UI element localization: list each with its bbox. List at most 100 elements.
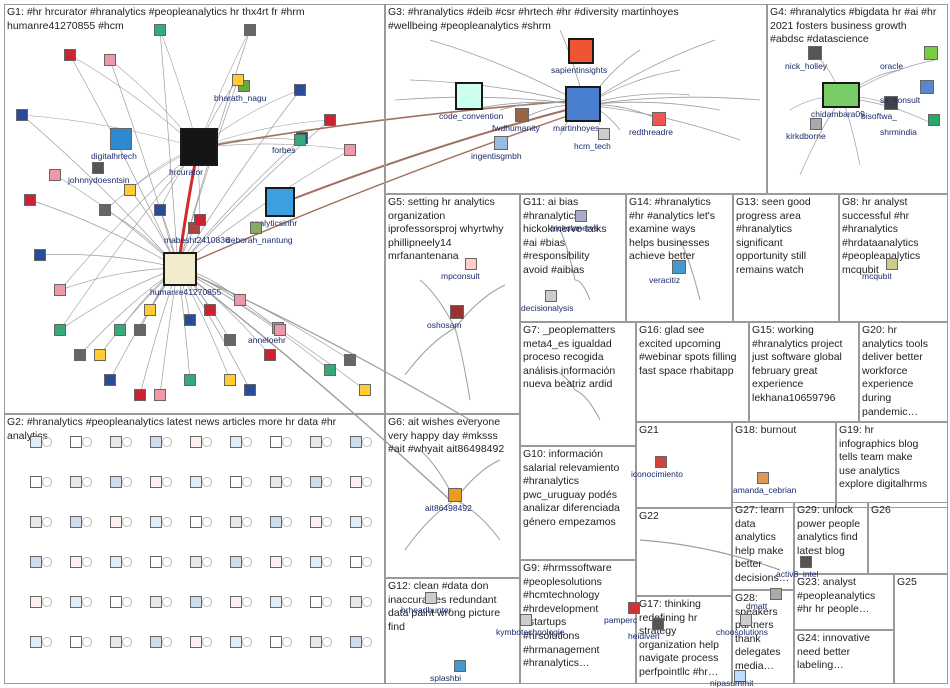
small-node[interactable] (232, 74, 244, 86)
avatar[interactable] (924, 46, 938, 60)
small-node[interactable] (49, 169, 61, 181)
avatar[interactable] (740, 614, 752, 626)
avatar[interactable] (808, 46, 822, 60)
isolate-node[interactable] (350, 476, 362, 488)
isolate-node[interactable] (150, 636, 162, 648)
isolate-node[interactable] (150, 436, 162, 448)
small-node[interactable] (154, 389, 166, 401)
isolate-node[interactable] (30, 596, 42, 608)
isolate-node[interactable] (30, 436, 42, 448)
isolate-node[interactable] (150, 476, 162, 488)
isolate-node[interactable] (230, 596, 242, 608)
isolate-node[interactable] (230, 556, 242, 568)
isolate-node[interactable] (310, 516, 322, 528)
small-node[interactable] (54, 284, 66, 296)
avatar[interactable] (734, 670, 746, 682)
avatar[interactable] (250, 222, 262, 234)
isolate-node[interactable] (150, 556, 162, 568)
small-node[interactable] (124, 184, 136, 196)
small-node[interactable] (264, 349, 276, 361)
avatar[interactable] (92, 162, 104, 174)
avatar[interactable] (770, 588, 782, 600)
small-node[interactable] (54, 324, 66, 336)
avatar[interactable] (810, 118, 822, 130)
isolate-node[interactable] (70, 516, 82, 528)
avatar[interactable] (672, 260, 686, 274)
avatar[interactable] (920, 80, 934, 94)
isolate-node[interactable] (190, 476, 202, 488)
avatar[interactable] (928, 114, 940, 126)
isolate-node[interactable] (150, 596, 162, 608)
isolate-node[interactable] (110, 436, 122, 448)
isolate-node[interactable] (310, 556, 322, 568)
small-node[interactable] (224, 334, 236, 346)
sapientinsights-logo[interactable] (568, 38, 594, 64)
isolate-node[interactable] (270, 476, 282, 488)
small-node[interactable] (24, 194, 36, 206)
avatar[interactable] (884, 96, 898, 110)
small-node[interactable] (134, 324, 146, 336)
small-node[interactable] (34, 249, 46, 261)
isolate-node[interactable] (350, 436, 362, 448)
small-node[interactable] (324, 114, 336, 126)
isolate-node[interactable] (70, 476, 82, 488)
isolate-node[interactable] (350, 596, 362, 608)
isolate-node[interactable] (230, 476, 242, 488)
small-node[interactable] (64, 49, 76, 61)
isolate-node[interactable] (110, 476, 122, 488)
small-node[interactable] (16, 109, 28, 121)
small-node[interactable] (344, 144, 356, 156)
isolate-node[interactable] (310, 436, 322, 448)
isolate-node[interactable] (110, 636, 122, 648)
isolate-node[interactable] (310, 476, 322, 488)
small-node[interactable] (144, 304, 156, 316)
isolate-node[interactable] (350, 516, 362, 528)
isolate-node[interactable] (190, 596, 202, 608)
avatar[interactable] (652, 112, 666, 126)
isolate-node[interactable] (190, 636, 202, 648)
avatar[interactable] (515, 108, 529, 122)
avatar[interactable] (598, 128, 610, 140)
isolate-node[interactable] (110, 516, 122, 528)
isolate-node[interactable] (70, 436, 82, 448)
avatar[interactable] (520, 614, 532, 626)
small-node[interactable] (154, 24, 166, 36)
avatar[interactable] (628, 602, 640, 614)
avatar[interactable] (494, 136, 508, 150)
elephant-avatar[interactable] (822, 82, 860, 108)
isolate-node[interactable] (70, 596, 82, 608)
small-node[interactable] (324, 364, 336, 376)
isolate-node[interactable] (230, 516, 242, 528)
avatar[interactable] (652, 618, 664, 630)
isolate-node[interactable] (230, 636, 242, 648)
hrcurator-logo[interactable] (180, 128, 218, 166)
small-node[interactable] (344, 354, 356, 366)
small-node[interactable] (294, 84, 306, 96)
small-node[interactable] (274, 324, 286, 336)
small-node[interactable] (224, 374, 236, 386)
small-node[interactable] (244, 24, 256, 36)
isolate-node[interactable] (270, 516, 282, 528)
isolate-node[interactable] (270, 636, 282, 648)
isolate-node[interactable] (350, 636, 362, 648)
avatar[interactable] (450, 305, 464, 319)
isolate-node[interactable] (270, 436, 282, 448)
small-node[interactable] (244, 384, 256, 396)
isolate-node[interactable] (30, 556, 42, 568)
small-node[interactable] (294, 134, 306, 146)
code_convention-logo[interactable] (455, 82, 483, 110)
isolate-node[interactable] (270, 556, 282, 568)
isolate-node[interactable] (150, 516, 162, 528)
isolate-node[interactable] (30, 516, 42, 528)
isolate-node[interactable] (190, 436, 202, 448)
small-node[interactable] (234, 294, 246, 306)
small-node[interactable] (184, 314, 196, 326)
avatar[interactable] (886, 258, 898, 270)
isolate-node[interactable] (70, 636, 82, 648)
avatar[interactable] (454, 660, 466, 672)
isolate-node[interactable] (30, 636, 42, 648)
small-node[interactable] (104, 374, 116, 386)
small-node[interactable] (94, 349, 106, 361)
small-node[interactable] (114, 324, 126, 336)
isolate-node[interactable] (110, 556, 122, 568)
